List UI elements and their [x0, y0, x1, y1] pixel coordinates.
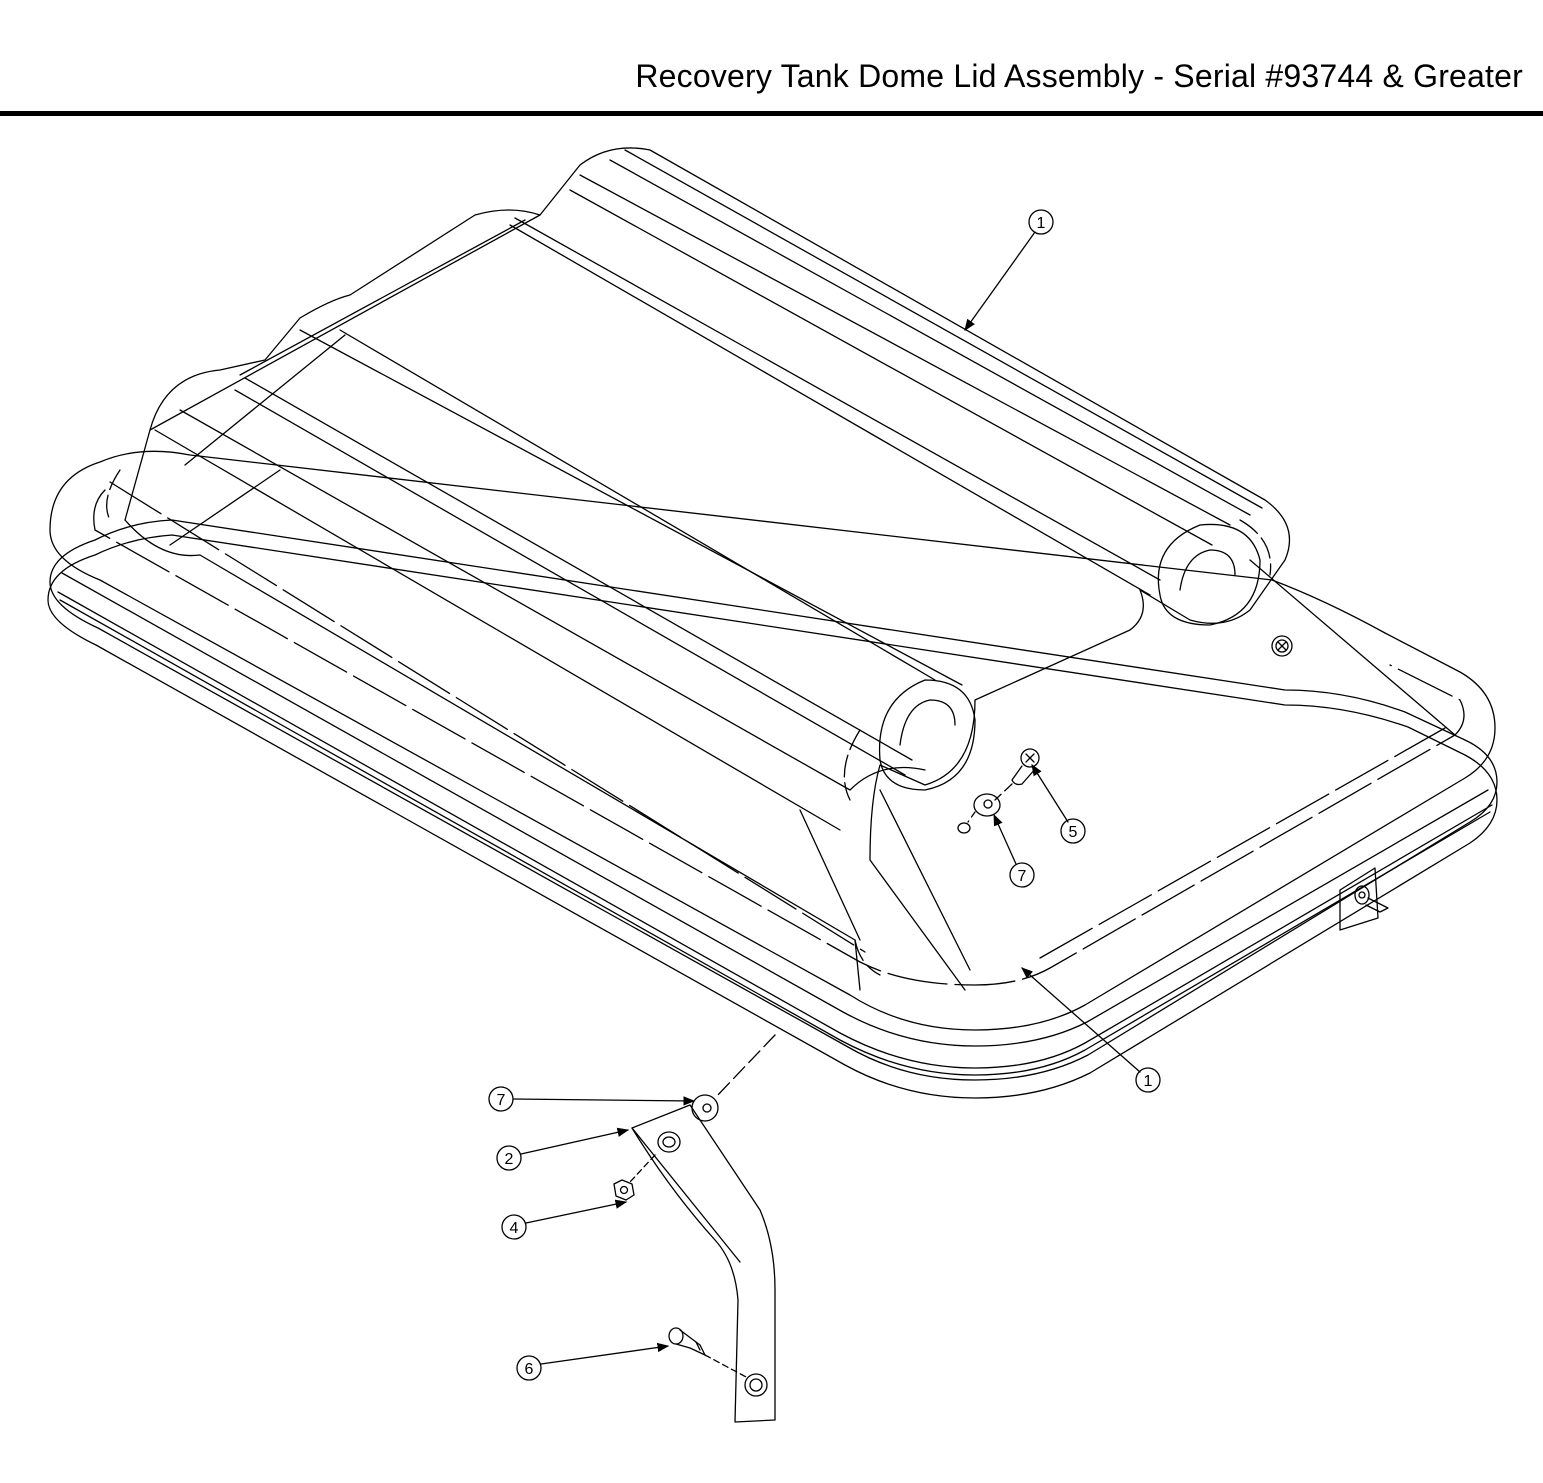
callout-7-top: 7 — [993, 813, 1035, 888]
svg-text:2: 2 — [505, 1151, 514, 1168]
svg-text:6: 6 — [525, 1361, 534, 1378]
svg-text:1: 1 — [1037, 215, 1046, 232]
callout-5: 5 — [1031, 764, 1086, 844]
lid-base-bottom — [47, 534, 1498, 1099]
dome-outline — [124, 147, 1291, 991]
callout-7-bottom: 7 — [488, 1086, 696, 1112]
callout-4: 4 — [501, 1199, 628, 1240]
screw-5 — [1011, 748, 1040, 786]
pin-6 — [668, 1327, 706, 1356]
svg-text:4: 4 — [510, 1220, 519, 1237]
callout-1-rim: 1 — [1021, 967, 1161, 1093]
bracket-2 — [631, 1104, 776, 1423]
nut-4 — [613, 1179, 635, 1201]
lid-base-middle — [49, 519, 1498, 1081]
washer-7-top — [973, 793, 1001, 817]
svg-text:5: 5 — [1069, 824, 1078, 841]
lid-flange-top — [49, 450, 1496, 1031]
side-clip — [1339, 867, 1389, 931]
rear-recess — [1157, 523, 1261, 626]
callout-6: 6 — [516, 1342, 670, 1381]
callout-2: 2 — [496, 1127, 630, 1171]
title-rule — [0, 111, 1543, 116]
svg-text:7: 7 — [497, 1092, 506, 1109]
page-title: Recovery Tank Dome Lid Assembly - Serial… — [635, 58, 1523, 94]
callout-1-top: 1 — [964, 209, 1054, 331]
front-recess — [878, 679, 976, 791]
assembly-centerline — [714, 1034, 776, 1099]
svg-text:1: 1 — [1144, 1073, 1153, 1090]
svg-text:7: 7 — [1018, 868, 1027, 885]
washer-7-bottom — [691, 1094, 719, 1122]
dome-lid — [47, 147, 1498, 1099]
